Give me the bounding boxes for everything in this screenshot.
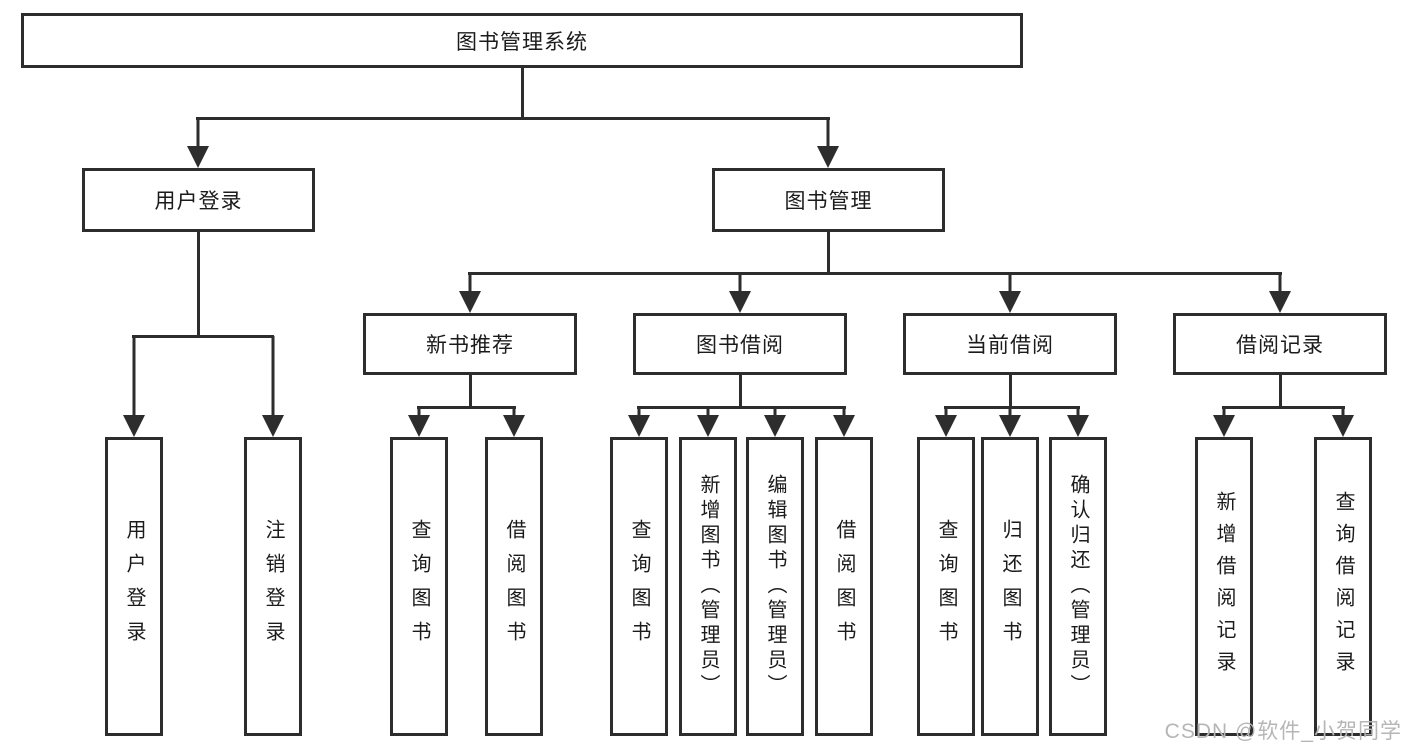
connector-line [637,406,846,409]
arrow-down-icon [502,407,526,437]
connector-line [132,335,274,338]
arrow-down-icon [407,407,431,437]
connector-line [196,117,830,120]
arrow-down-icon [728,274,752,313]
node-leaf-current-query: 查询图书 [917,437,975,736]
connector-line [944,406,1080,409]
node-leaf-borrow-edit: 编辑图书（管理员） [746,437,804,736]
arrow-down-icon [627,407,651,437]
connector-line [417,406,516,409]
node-root: 图书管理系统 [21,13,1023,68]
arrow-down-icon [998,274,1022,313]
arrow-down-icon [832,407,856,437]
connector-line [1222,406,1345,409]
connector-line [469,375,472,408]
node-leaf-borrow-borrow: 借阅图书 [815,437,873,736]
arrow-down-icon [122,336,146,437]
connector-line [197,232,200,337]
node-leaf-borrow-add: 新增图书（管理员） [679,437,737,736]
arrow-down-icon [934,407,958,437]
connector-line [827,232,830,274]
node-leaf-recommend-borrow: 借阅图书 [485,437,543,736]
arrow-down-icon [696,407,720,437]
node-book-borrow: 图书借阅 [633,313,847,375]
node-leaf-current-confirm: 确认归还（管理员） [1049,437,1107,736]
node-book-management: 图书管理 [712,168,945,232]
connector-line [1279,375,1282,408]
node-user-login: 用户登录 [82,168,315,232]
node-leaf-borrow-query: 查询图书 [610,437,668,736]
node-leaf-current-return: 归还图书 [981,437,1039,736]
arrow-down-icon [1066,407,1090,437]
connector-line [739,375,742,408]
arrow-down-icon [816,118,840,168]
node-leaf-recommend-query: 查询图书 [390,437,448,736]
node-borrow-records: 借阅记录 [1173,313,1387,375]
arrow-down-icon [763,407,787,437]
node-current-borrow: 当前借阅 [903,313,1117,375]
node-leaf-logout: 注销登录 [244,437,302,736]
arrow-down-icon [186,118,210,168]
node-leaf-records-query: 查询借阅记录 [1314,437,1372,736]
arrow-down-icon [1212,407,1236,437]
node-leaf-user-login: 用户登录 [105,437,163,736]
node-leaf-records-add: 新增借阅记录 [1195,437,1253,736]
arrow-down-icon [261,336,285,437]
node-new-book-recommend: 新书推荐 [363,313,577,375]
connector-line [1009,375,1012,408]
connector-line [468,272,1282,275]
arrow-down-icon [1331,407,1355,437]
arrow-down-icon [998,407,1022,437]
connector-line [521,68,524,118]
arrow-down-icon [1268,274,1292,313]
arrow-down-icon [458,274,482,313]
csdn-watermark: CSDN @软件_小贺同学 [1164,720,1402,743]
